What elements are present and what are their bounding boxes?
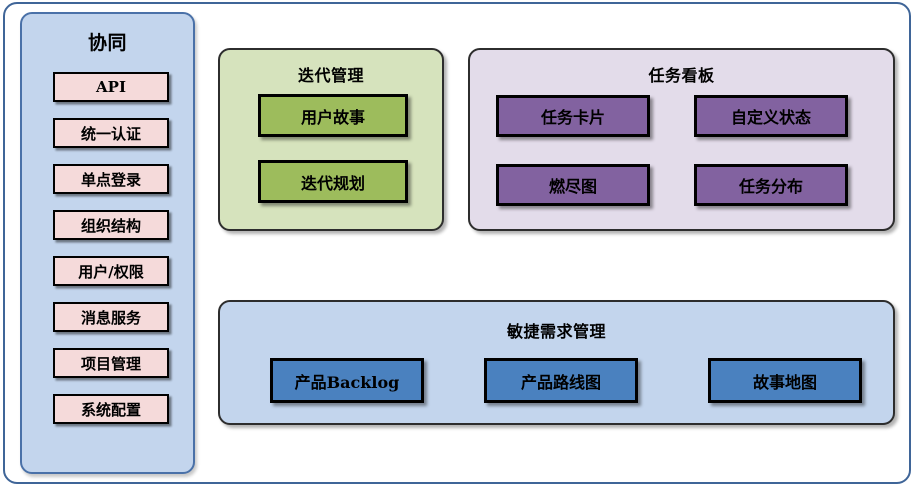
group-agile-requirements-title: 敏捷需求管理 [506, 322, 606, 341]
group-iteration-management[interactable]: 迭代管理 用户故事 迭代规划 [218, 48, 444, 231]
agile-item-product-backlog[interactable]: 产品Backlog [270, 358, 424, 403]
sidebar-item-user-permission[interactable]: 用户/权限 [53, 256, 169, 286]
sidebar-item-sso[interactable]: 单点登录 [53, 164, 169, 194]
taskboard-item-custom-status[interactable]: 自定义状态 [694, 95, 848, 137]
iteration-item-user-story[interactable]: 用户故事 [258, 94, 408, 137]
sidebar-item-org-structure[interactable]: 组织结构 [53, 210, 169, 240]
group-collaboration-title: 协同 [87, 32, 127, 54]
agile-item-product-roadmap[interactable]: 产品路线图 [484, 358, 638, 403]
sidebar-item-system-config[interactable]: 系统配置 [53, 394, 169, 424]
taskboard-item-burndown-chart[interactable]: 燃尽图 [496, 164, 650, 206]
iteration-item-iteration-planning[interactable]: 迭代规划 [258, 160, 408, 203]
sidebar-item-api[interactable]: API [53, 72, 169, 102]
taskboard-item-task-card[interactable]: 任务卡片 [496, 95, 650, 137]
group-task-board-title: 任务看板 [648, 66, 715, 85]
agile-item-story-map[interactable]: 故事地图 [708, 358, 862, 403]
group-task-board[interactable]: 任务看板 任务卡片 自定义状态 燃尽图 任务分布 [468, 48, 895, 231]
group-agile-requirements[interactable]: 敏捷需求管理 产品Backlog 产品路线图 故事地图 [218, 300, 895, 425]
group-iteration-management-title: 迭代管理 [297, 66, 364, 85]
group-collaboration[interactable]: 协同 API 统一认证 单点登录 组织结构 用户/权限 消息服务 项目管理 系统… [20, 12, 195, 474]
sidebar-item-message-service[interactable]: 消息服务 [53, 302, 169, 332]
sidebar-item-unified-auth[interactable]: 统一认证 [53, 118, 169, 148]
sidebar-item-project-mgmt[interactable]: 项目管理 [53, 348, 169, 378]
taskboard-item-task-distribution[interactable]: 任务分布 [694, 164, 848, 206]
